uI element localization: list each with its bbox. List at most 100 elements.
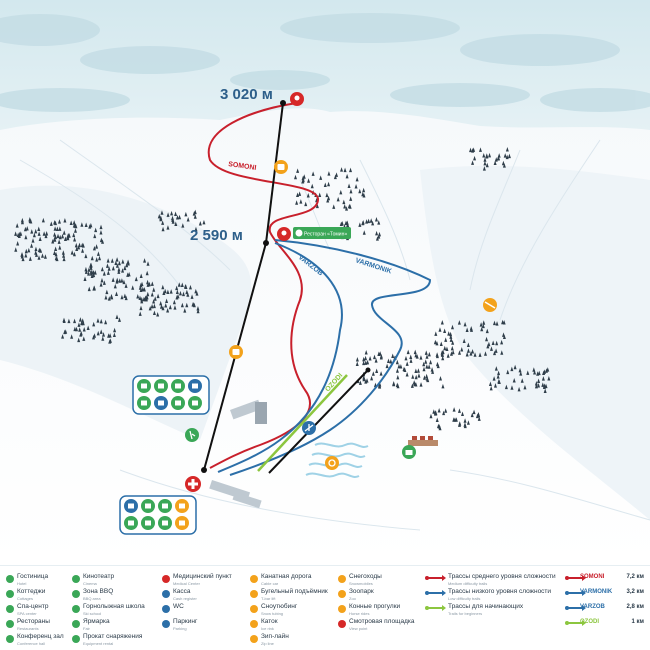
tree-icon <box>435 352 439 357</box>
tree-icon <box>165 298 169 303</box>
tree-icon <box>77 322 81 327</box>
ski-school-icon[interactable] <box>302 421 316 435</box>
tree-icon <box>534 383 538 389</box>
tree-icon <box>102 280 106 285</box>
tree-icon <box>374 358 378 363</box>
tree-icon <box>73 318 77 324</box>
snow-tubing-area[interactable] <box>305 442 369 478</box>
tree-icon <box>369 218 373 223</box>
tree-icon <box>14 231 18 236</box>
tree-icon <box>16 232 20 238</box>
tree-icon <box>104 319 108 325</box>
resort-map[interactable]: 3 020 м 2 590 м Ресторан «Томин» SOMONI … <box>0 0 650 565</box>
tree-icon <box>104 294 108 300</box>
tree-icon <box>480 326 484 332</box>
tree-icon <box>78 317 82 322</box>
tree-icon <box>319 175 323 180</box>
tree-icon <box>431 369 435 374</box>
viewpoint-icon[interactable] <box>277 227 291 241</box>
tree-icon <box>478 147 482 152</box>
snow-tubing-icon[interactable] <box>325 456 339 470</box>
t-bar-icon <box>250 590 258 598</box>
trail-varzob[interactable] <box>217 242 343 473</box>
restaurant-marker[interactable]: Ресторан «Томин» <box>293 227 351 239</box>
tree-icon <box>510 366 514 372</box>
tree-icon <box>78 327 82 332</box>
cable-car-icon[interactable] <box>229 345 243 359</box>
tree-icon <box>92 285 96 290</box>
trail-ozodi[interactable] <box>257 374 348 472</box>
tree-icon <box>364 355 368 361</box>
tree-icon <box>532 367 536 372</box>
tree-icon <box>345 206 349 211</box>
tree-icon <box>108 333 112 338</box>
facility-panel-upper[interactable] <box>132 375 210 415</box>
tree-icon <box>184 284 188 290</box>
cable-car-upper[interactable] <box>265 102 284 244</box>
legend-label: Зона BBQ <box>83 588 114 595</box>
tree-icon <box>168 304 172 310</box>
hotel-icon <box>6 575 14 583</box>
trail-varmonik[interactable] <box>229 239 432 476</box>
facility-panel-lower[interactable] <box>119 495 197 535</box>
tree-icon <box>140 298 144 304</box>
tree-icon <box>72 220 76 225</box>
tree-icon <box>307 178 311 183</box>
tree-icon <box>460 347 464 352</box>
legend-label: Сноутюбинг <box>261 603 298 610</box>
zipline-icon[interactable] <box>483 298 497 312</box>
medical-icon[interactable] <box>185 476 201 492</box>
tree-icon <box>63 236 67 241</box>
tree-icon <box>386 358 390 363</box>
tree-icon <box>425 364 429 369</box>
tree-icon <box>347 203 351 209</box>
tree-icon <box>120 278 124 283</box>
tree-icon <box>152 298 156 304</box>
tree-icon <box>368 356 372 361</box>
tree-icon <box>396 374 400 380</box>
tree-icon <box>152 303 156 309</box>
horse-icon[interactable] <box>185 428 199 442</box>
cable-car-icon[interactable] <box>274 160 288 174</box>
trail-label-somoni: SOMONI <box>228 161 257 172</box>
tree-icon <box>126 259 130 265</box>
viewpoint-icon[interactable] <box>290 92 304 106</box>
tree-icon <box>485 336 489 342</box>
tree-icon <box>453 417 457 422</box>
tree-icon <box>310 183 314 189</box>
tree-icon <box>377 220 381 225</box>
tree-icon <box>460 411 464 416</box>
tree-icon <box>414 374 418 380</box>
tree-icon <box>301 175 305 181</box>
tree-icon <box>457 320 461 325</box>
tree-icon <box>427 351 431 357</box>
cashier-icon <box>162 590 170 598</box>
tree-icon <box>37 247 41 253</box>
cottage-icon[interactable] <box>402 445 416 459</box>
tree-icon <box>159 300 163 306</box>
tree-icon <box>159 304 163 309</box>
tree-icon <box>107 266 111 271</box>
tree-icon <box>526 370 530 375</box>
legend-sublabel: Ice rink <box>261 625 274 631</box>
tree-icon <box>471 148 475 153</box>
tree-icon <box>534 381 538 386</box>
tree-icon <box>409 354 413 359</box>
tree-icon <box>52 250 56 256</box>
tree-icon <box>61 334 65 339</box>
tree-icon <box>451 340 455 345</box>
t-bar-lift[interactable] <box>268 369 369 474</box>
tree-icon <box>523 384 527 390</box>
restaurant-icon <box>6 620 14 628</box>
tree-icon <box>178 290 182 296</box>
tree-icon <box>96 330 100 336</box>
tree-icon <box>42 231 46 236</box>
tree-icon <box>429 413 433 419</box>
legend-sublabel: Fair <box>83 625 90 631</box>
tree-icon <box>543 388 547 393</box>
tree-icon <box>92 321 96 327</box>
wc-icon <box>162 605 170 613</box>
trail-legend-length: 7,2 км <box>626 574 644 580</box>
